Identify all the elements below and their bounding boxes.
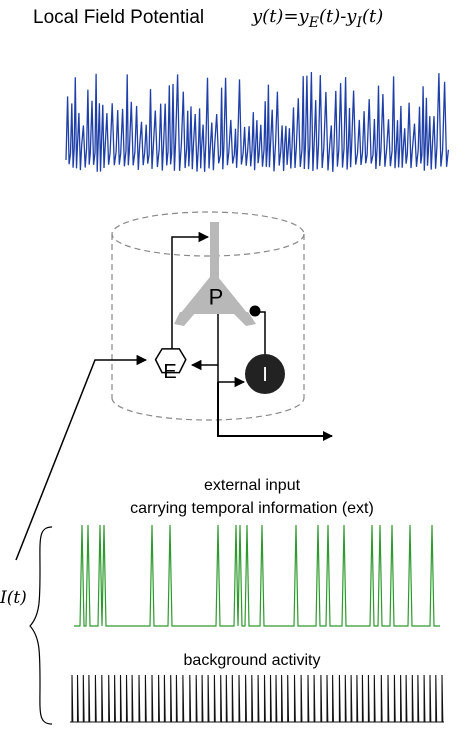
basal-dendrite-left [174, 312, 196, 326]
lfp-equation: y(t)=yE(t)-yI(t) [251, 6, 383, 31]
inhibitory-synapse-dot [249, 305, 261, 317]
p-to-i-connection [217, 314, 246, 388]
connections [15, 231, 333, 561]
i-to-p-connection [258, 311, 266, 356]
inhibitory-label: I [262, 364, 268, 386]
pyramidal-neuron [174, 222, 256, 326]
lfp-trace [65, 71, 450, 172]
external-input-title-line2: carrying temporal information (ext) [130, 500, 374, 517]
external-input-trace [74, 524, 440, 627]
column-bottom-arc [111, 397, 305, 421]
pyramidal-soma [180, 272, 248, 314]
lfp-title: Local Field Potential [33, 7, 204, 28]
e-to-p-connection [171, 231, 210, 360]
excitatory-node [154, 348, 187, 374]
cortical-column [111, 211, 305, 421]
input-label: I(t) [0, 588, 27, 608]
input-brace [29, 526, 53, 725]
background-trace [70, 674, 444, 723]
apical-dendrite [210, 222, 219, 280]
input-to-e-connection [15, 354, 148, 561]
basal-dendrite-right [232, 312, 256, 326]
column-top-ellipse [111, 211, 305, 257]
inhibitory-node [245, 354, 285, 394]
external-input-title-line1: external input [204, 477, 301, 494]
excitatory-label: E [163, 361, 176, 383]
pyramidal-label: P [209, 285, 224, 310]
background-title: background activity [184, 652, 321, 669]
output-connection [217, 382, 333, 441]
